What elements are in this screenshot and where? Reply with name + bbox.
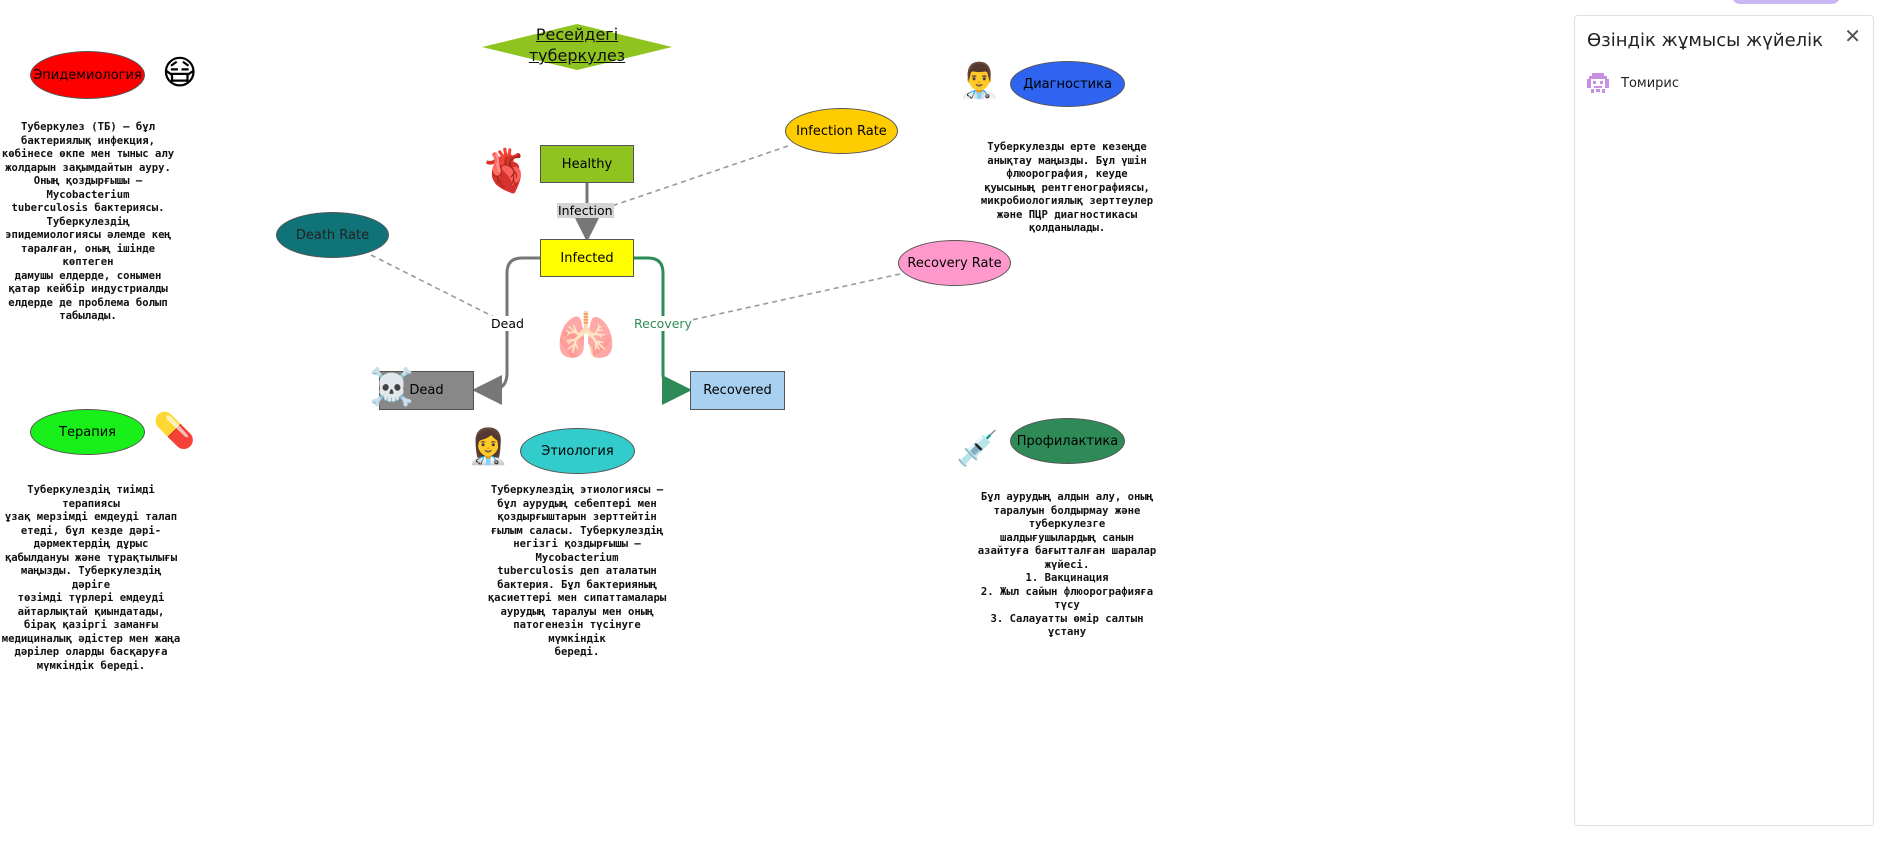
topic-etiology-label: Этиология	[541, 443, 614, 459]
face-with-mask-icon: 😷	[162, 53, 198, 93]
rate-recovery[interactable]: Recovery Rate	[898, 240, 1011, 286]
topic-diagnostics[interactable]: Диагностика	[1010, 61, 1125, 107]
node-healthy[interactable]: Healthy	[540, 145, 634, 183]
rate-death[interactable]: Death Rate	[276, 212, 389, 258]
panel-user-item[interactable]: Томирис	[1585, 70, 1679, 96]
topic-epidemiology[interactable]: Эпидемиология	[30, 51, 145, 99]
epidemiology-description: Туберкулез (ТБ) – бұл бактериялық инфекц…	[1, 121, 175, 322]
topic-therapy[interactable]: Терапия	[30, 409, 145, 455]
node-healthy-label: Healthy	[561, 156, 613, 172]
skull-crossbones-icon: ☠️	[369, 367, 414, 408]
anatomical-heart-icon: 🫀	[480, 146, 533, 195]
rate-recovery-label: Recovery Rate	[907, 255, 1002, 271]
title-diamond	[482, 24, 672, 70]
topic-epidemiology-label: Эпидемиология	[33, 67, 142, 83]
rate-death-label: Death Rate	[295, 227, 370, 243]
edge-label-recovery: Recovery	[634, 316, 692, 331]
edge-recovery-rate	[677, 273, 901, 324]
topic-therapy-label: Терапия	[59, 424, 116, 440]
panel-user-name: Томирис	[1621, 75, 1679, 91]
side-panel: Өзіндік жұмысы жүйелік ✕ Томирис	[1574, 15, 1874, 826]
top-accent-bar	[1732, 0, 1840, 4]
therapy-description: Туберкулездің тиімді терапиясы ұзақ мерз…	[1, 484, 181, 672]
topic-diagnostics-label: Диагностика	[1023, 76, 1112, 92]
lungs-icon: 🫁	[556, 308, 616, 364]
rate-infection[interactable]: Infection Rate	[785, 108, 898, 154]
etiology-description: Туберкулездің этиологиясы – бұл аурудың …	[487, 484, 667, 658]
doctor-icon: 👨‍⚕️	[958, 61, 1001, 101]
syringe-icon: 💉	[956, 429, 999, 469]
node-recovered[interactable]: Recovered	[690, 371, 785, 410]
edge-label-dead: Dead	[491, 316, 524, 331]
diagram-title[interactable]: Ресейдегі туберкулез	[528, 25, 626, 65]
topic-prevention[interactable]: Профилактика	[1010, 418, 1125, 464]
node-infected[interactable]: Infected	[540, 239, 634, 277]
topic-etiology[interactable]: Этиология	[520, 428, 635, 474]
diagnostics-description: Туберкулезды ерте кезеңде анықтау маңызд…	[980, 141, 1154, 234]
topic-prevention-label: Профилактика	[1016, 433, 1119, 449]
prevention-description: Бұл аурудың алдын алу, оның таралуын бол…	[977, 491, 1157, 638]
pill-icon: 💊	[153, 411, 196, 451]
node-dead[interactable]: Dead	[379, 371, 474, 410]
edge-death-rate	[370, 254, 495, 318]
node-infected-label: Infected	[560, 250, 614, 266]
user-avatar-icon	[1587, 73, 1609, 93]
panel-title: Өзіндік жұмысы жүйелік	[1587, 30, 1824, 51]
rate-infection-label: Infection Rate	[796, 123, 887, 139]
diagram-edges	[370, 24, 901, 405]
node-dead-label: Dead	[409, 383, 444, 398]
diagram-canvas[interactable]: Ресейдегі туберкулез Healthy Infected De…	[0, 0, 1560, 846]
edge-label-infection: Infection	[557, 203, 614, 218]
close-icon[interactable]: ✕	[1844, 24, 1861, 48]
node-recovered-label: Recovered	[703, 383, 772, 398]
female-doctor-icon: 👩‍⚕️	[467, 427, 510, 467]
